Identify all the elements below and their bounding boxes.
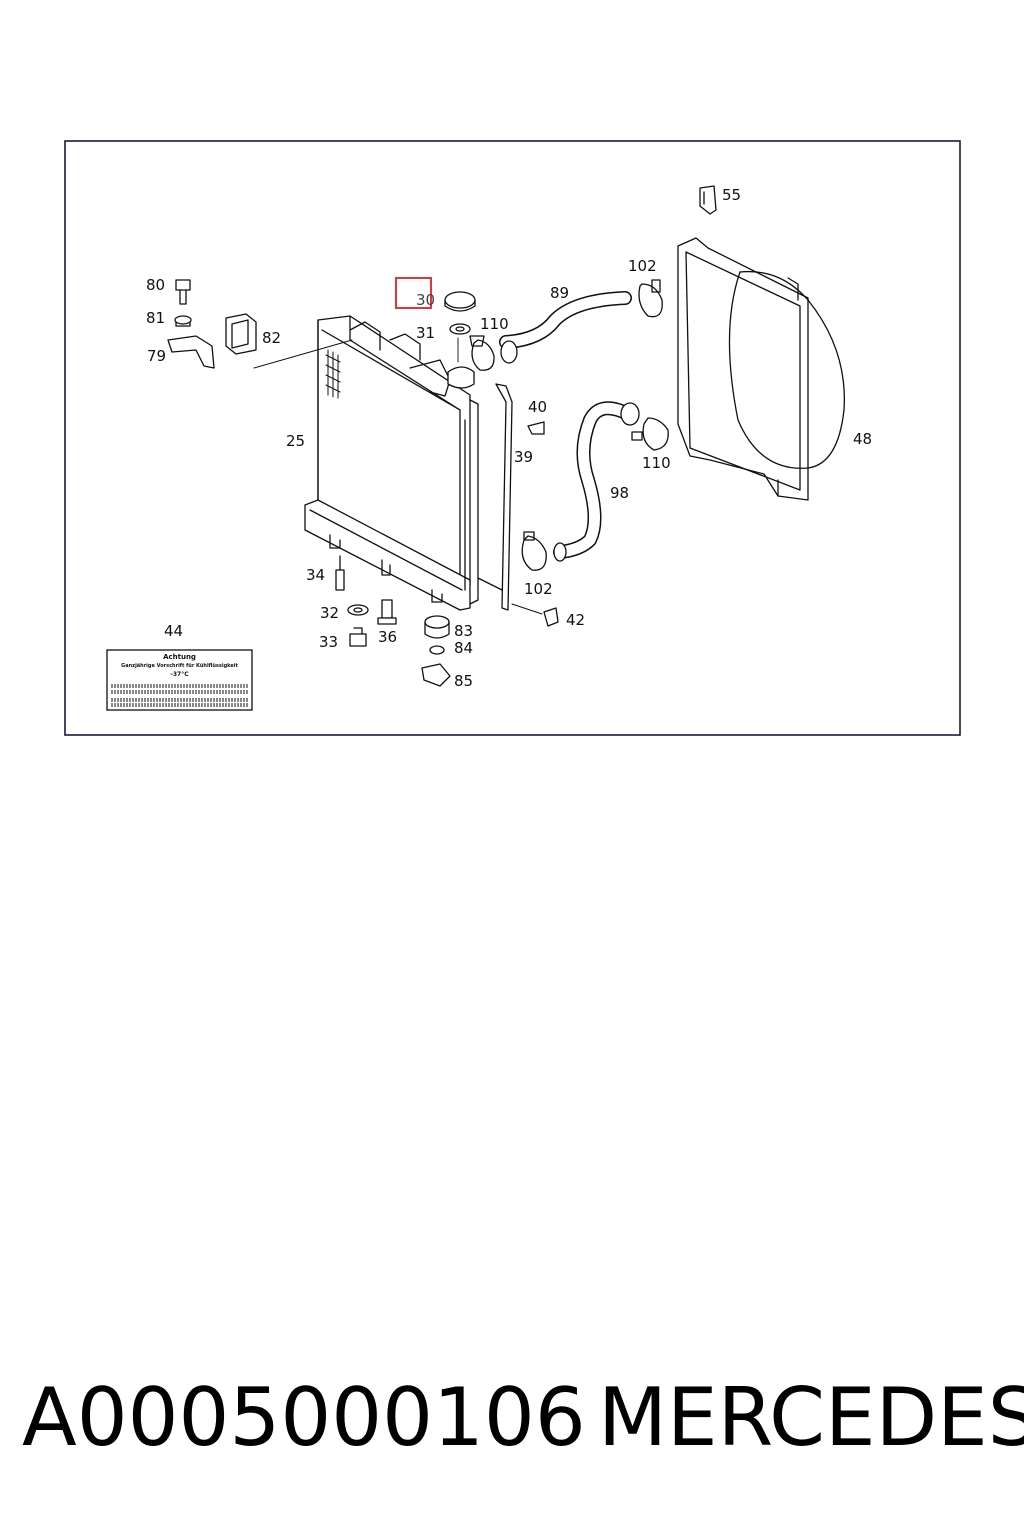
sticker-barcode-lines [111, 684, 248, 707]
callout-83: 83 [454, 622, 473, 640]
fan-shroud-part-48 [677, 237, 846, 501]
callout-48: 48 [853, 430, 872, 448]
callout-34: 34 [306, 566, 325, 584]
brand-text: MERCEDES [598, 1371, 1024, 1464]
radiator-part-25 [304, 315, 479, 611]
sticker-heading: Achtung [163, 653, 196, 661]
callout-89: 89 [550, 284, 569, 302]
sticker-line2: -37°C [170, 671, 189, 678]
callout-42: 42 [566, 611, 585, 629]
caption-bar: A0005000106 MERCEDES [0, 1368, 1024, 1478]
callout-80: 80 [146, 276, 165, 294]
diagram-frame [64, 140, 961, 736]
callout-39: 39 [514, 448, 533, 466]
callout-82: 82 [262, 329, 281, 347]
callout-85: 85 [454, 672, 473, 690]
radiator-cap-part-30 [444, 291, 476, 312]
part-number-text: A0005000106 [22, 1371, 586, 1464]
callout-36: 36 [378, 628, 397, 646]
callout-32: 32 [320, 604, 339, 622]
callout-44: 44 [164, 622, 183, 640]
callout-81: 81 [146, 309, 165, 327]
callout-25: 25 [286, 432, 305, 450]
callout-110-upper: 110 [480, 315, 509, 333]
callout-84: 84 [454, 639, 473, 657]
callout-40: 40 [528, 398, 547, 416]
callout-31: 31 [416, 324, 435, 342]
sticker-line1: Ganzjährige Vorschrift für Kühlflüssigke… [121, 663, 238, 669]
callout-79: 79 [147, 347, 166, 365]
coolant-warning-sticker: Achtung Ganzjährige Vorschrift für Kühlf… [106, 649, 253, 711]
callout-33: 33 [319, 633, 338, 651]
radiator-exploded-diagram: 55 102 80 89 30 110 81 31 82 79 40 48 25… [64, 140, 961, 736]
callout-110-lower: 110 [642, 454, 671, 472]
callout-30: 30 [416, 291, 435, 309]
highlight-box [395, 277, 432, 309]
callout-102-lower: 102 [524, 580, 553, 598]
callout-98: 98 [610, 484, 629, 502]
callout-55: 55 [722, 186, 741, 204]
callout-102-upper: 102 [628, 257, 657, 275]
callout-labels: 55 102 80 89 30 110 81 31 82 79 40 48 25… [146, 186, 872, 690]
